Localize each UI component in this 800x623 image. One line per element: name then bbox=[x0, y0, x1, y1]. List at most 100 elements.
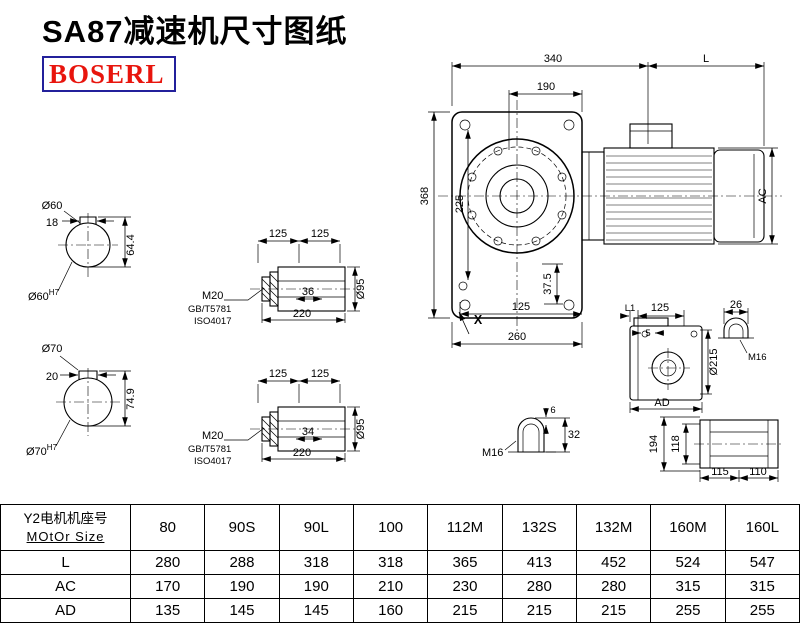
dim-flange-118: 118 bbox=[670, 435, 682, 453]
page-title: SA87减速机尺寸图纸 bbox=[42, 14, 348, 49]
size-cell: 90S bbox=[204, 504, 280, 551]
label-key-M16: M16 bbox=[482, 447, 503, 459]
size-cell: 132S bbox=[501, 504, 577, 551]
size-cell: 80 bbox=[129, 504, 206, 551]
motor-frame-header-cell: Y2电机机座号 MOtOr Size bbox=[0, 504, 131, 551]
dim-shaft70-dia: Ø70 bbox=[42, 343, 63, 355]
label-hollow-bottom-iso: ISO4017 bbox=[194, 456, 232, 467]
flange-outer-circle bbox=[459, 138, 575, 254]
dim-flange-110: 110 bbox=[749, 466, 767, 478]
x-direction-arrow bbox=[458, 311, 470, 335]
bore-tolerance: H7 bbox=[49, 288, 60, 297]
front-view: 340 L 190 368 225 37.5 125 260 X AC bbox=[419, 53, 782, 348]
label-hollow-bottom-thread: M20 bbox=[202, 430, 223, 442]
shaft60-geometry bbox=[57, 210, 131, 292]
dim-value-cell: 215 bbox=[575, 598, 652, 623]
dim-value-cell: 280 bbox=[501, 574, 577, 599]
dim-side-125: 125 bbox=[651, 302, 669, 314]
dim-shaft70-bore: Ø70H7 bbox=[26, 443, 58, 458]
bore-value: Ø70 bbox=[26, 446, 47, 458]
dim-value-cell: 315 bbox=[724, 574, 800, 599]
dim-front-368: 368 bbox=[419, 187, 431, 205]
key-section-geometry bbox=[504, 408, 570, 453]
size-cell: 90L bbox=[278, 504, 354, 551]
dim-row-label: AC bbox=[0, 574, 131, 599]
dim-value-cell: 255 bbox=[650, 598, 726, 623]
dim-value-cell: 210 bbox=[352, 574, 429, 599]
size-cell: 100 bbox=[352, 504, 429, 551]
header-line-cn: Y2电机机座号 bbox=[23, 510, 108, 526]
dim-hollow-top-125b: 125 bbox=[311, 228, 329, 240]
dim-hollow-top-dia: Ø95 bbox=[355, 279, 367, 300]
dim-value-cell: 255 bbox=[724, 598, 800, 623]
shaft-end-view-70: Ø70 20 74.9 Ø70H7 bbox=[26, 343, 137, 458]
dim-shaft60-dia: Ø60 bbox=[42, 200, 63, 212]
front-view-geometry bbox=[428, 62, 782, 348]
dim-key-32: 32 bbox=[568, 429, 580, 441]
label-side-M16: M16 bbox=[748, 352, 766, 363]
dim-side-215: Ø215 bbox=[708, 349, 720, 376]
dim-hollow-top-keylen: 36 bbox=[302, 286, 314, 298]
hollow-bottom-geometry bbox=[224, 378, 360, 462]
hollow-shaft-view-bottom: 125 125 34 220 Ø95 M20 GB/T5781 ISO4017 bbox=[188, 368, 367, 467]
dim-flange-115: 115 bbox=[711, 466, 729, 478]
fan-cover bbox=[713, 149, 765, 243]
brand-logo: BOSERL bbox=[42, 56, 176, 92]
dim-value-cell: 215 bbox=[427, 598, 503, 623]
label-hollow-top-iso: ISO4017 bbox=[194, 316, 232, 327]
dim-shaft60-height: 64.4 bbox=[125, 234, 137, 255]
dim-front-190: 190 bbox=[537, 81, 555, 93]
brand-logo-text: BOSERL bbox=[49, 58, 165, 89]
dim-row-label: L bbox=[0, 550, 131, 575]
key-section-view: 6 32 M16 bbox=[482, 405, 580, 459]
bore-tolerance: H7 bbox=[47, 443, 58, 452]
dim-front-260: 260 bbox=[508, 331, 526, 343]
hollow-shaft-view-top: 125 125 36 220 Ø95 M20 GB/T5781 ISO4017 bbox=[188, 228, 367, 327]
hollow-top-geometry bbox=[224, 238, 360, 323]
dim-value-cell: 452 bbox=[575, 550, 652, 575]
dim-side-5: 5 bbox=[645, 328, 650, 339]
table-row-L: L 280 288 318 318 365 413 452 524 547 bbox=[0, 550, 800, 575]
table-row-AD: AD 135 145 145 160 215 215 215 255 255 bbox=[0, 598, 800, 623]
dim-value-cell: 160 bbox=[352, 598, 429, 623]
dim-value-cell: 190 bbox=[278, 574, 354, 599]
dim-value-cell: 524 bbox=[650, 550, 726, 575]
dim-hollow-bottom-125a: 125 bbox=[269, 368, 287, 380]
dim-value-cell: 288 bbox=[204, 550, 280, 575]
dim-value-cell: 547 bbox=[724, 550, 800, 575]
dim-shaft70-height: 74.9 bbox=[125, 388, 137, 409]
dim-key-6: 6 bbox=[550, 405, 555, 416]
dim-value-cell: 230 bbox=[427, 574, 503, 599]
dim-hollow-bottom-125b: 125 bbox=[311, 368, 329, 380]
dim-front-L: L bbox=[703, 53, 709, 65]
dim-value-cell: 145 bbox=[204, 598, 280, 623]
dim-hollow-top-125a: 125 bbox=[269, 228, 287, 240]
dim-value-cell: 315 bbox=[650, 574, 726, 599]
label-front-x: X bbox=[474, 313, 483, 327]
dim-value-cell: 145 bbox=[278, 598, 354, 623]
dim-value-cell: 215 bbox=[501, 598, 577, 623]
flange-view: 194 118 115 110 bbox=[648, 416, 784, 482]
dim-value-cell: 280 bbox=[129, 550, 206, 575]
dim-value-cell: 280 bbox=[575, 574, 652, 599]
dim-front-AC: AC bbox=[757, 188, 769, 203]
technical-drawing: Ø60 18 64.4 Ø60H7 Ø70 20 74.9 bbox=[26, 53, 784, 482]
flange-view-geometry bbox=[660, 416, 784, 482]
dim-front-125: 125 bbox=[512, 301, 530, 313]
side-view-geometry bbox=[620, 308, 754, 413]
dim-side-L1: L1 bbox=[625, 303, 636, 314]
dim-value-cell: 190 bbox=[204, 574, 280, 599]
dim-row-label: AD bbox=[0, 598, 131, 623]
dim-shaft60-keyway: 18 bbox=[46, 217, 58, 229]
shaft-end-view-60: Ø60 18 64.4 Ø60H7 bbox=[28, 200, 137, 303]
dim-shaft70-keyway: 20 bbox=[46, 371, 58, 383]
dim-value-cell: 413 bbox=[501, 550, 577, 575]
dim-value-cell: 365 bbox=[427, 550, 503, 575]
shaft70-geometry bbox=[55, 355, 131, 447]
dim-front-340: 340 bbox=[544, 53, 562, 65]
dim-value-cell: 135 bbox=[129, 598, 206, 623]
dim-value-cell: 170 bbox=[129, 574, 206, 599]
dim-hollow-bottom-dia: Ø95 bbox=[355, 419, 367, 440]
size-cell: 112M bbox=[427, 504, 503, 551]
